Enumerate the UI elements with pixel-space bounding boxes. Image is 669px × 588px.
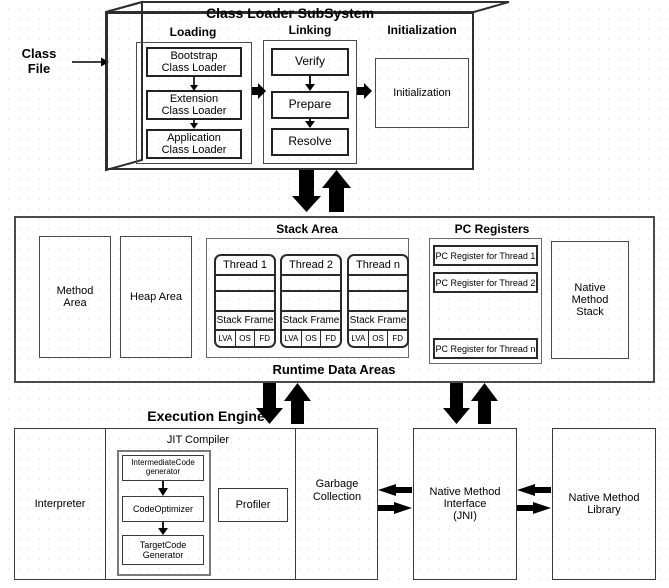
resolve-box[interactable]: Resolve xyxy=(271,128,349,156)
thread-empty-slot xyxy=(216,276,274,292)
stack-frame-label-n: Stack Frame xyxy=(349,312,407,331)
thread-box-n[interactable]: Thread n Stack Frame LVA OS FD xyxy=(347,254,409,348)
stack-frame-cells-n: LVA OS FD xyxy=(349,331,407,346)
jit-compiler-title: JIT Compiler xyxy=(166,433,230,446)
execution-engine-box xyxy=(14,428,378,580)
stack-frame-cells-2: LVA OS FD xyxy=(282,331,340,346)
frame-cell-os: OS xyxy=(369,331,389,346)
class-loader-title: Class Loader SubSystem xyxy=(205,4,375,21)
frame-cell-os: OS xyxy=(302,331,322,346)
thread-box-2[interactable]: Thread 2 Stack Frame LVA OS FD xyxy=(280,254,342,348)
stack-frame-label-2: Stack Frame xyxy=(282,312,340,331)
pc-register-thread-n[interactable]: PC Register for Thread n xyxy=(433,338,538,359)
frame-cell-lva: LVA xyxy=(349,331,369,346)
execution-engine-title: Execution Engine xyxy=(147,407,265,424)
frame-cell-os: OS xyxy=(236,331,256,346)
profiler-box[interactable]: Profiler xyxy=(218,488,288,522)
execution-engine-divider-2 xyxy=(295,428,296,580)
thread-empty-slot xyxy=(282,292,340,312)
initialization-box[interactable]: Initialization xyxy=(375,58,469,128)
frame-cell-lva: LVA xyxy=(216,331,236,346)
thread-empty-slot xyxy=(216,292,274,312)
native-method-interface-box[interactable]: Native Method Interface (JNI) xyxy=(413,428,517,580)
thread-empty-slot xyxy=(349,292,407,312)
thread-title-n: Thread n xyxy=(349,256,407,276)
heap-area-box[interactable]: Heap Area xyxy=(120,236,192,358)
interpreter-label[interactable]: Interpreter xyxy=(34,497,86,510)
initialization-section-title: Initialization xyxy=(387,23,457,38)
thread-title-1: Thread 1 xyxy=(216,256,274,276)
extension-class-loader-box[interactable]: Extension Class Loader xyxy=(146,90,242,120)
method-area-box[interactable]: Method Area xyxy=(39,236,111,358)
stack-frame-label-1: Stack Frame xyxy=(216,312,274,331)
runtime-data-areas-box xyxy=(14,216,655,383)
prepare-box[interactable]: Prepare xyxy=(271,91,349,119)
loading-section-box xyxy=(136,42,252,164)
verify-box[interactable]: Verify xyxy=(271,48,349,76)
jit-compiler-box xyxy=(117,450,211,576)
linking-section-box xyxy=(263,40,357,164)
loading-section-title: Loading xyxy=(169,25,217,40)
execution-engine-divider-1 xyxy=(105,428,106,580)
linking-section-title: Linking xyxy=(288,23,332,38)
frame-cell-lva: LVA xyxy=(282,331,302,346)
bootstrap-class-loader-box[interactable]: Bootstrap Class Loader xyxy=(146,47,242,77)
stack-frame-cells-1: LVA OS FD xyxy=(216,331,274,346)
thread-title-2: Thread 2 xyxy=(282,256,340,276)
pc-registers-box xyxy=(429,238,542,364)
runtime-data-areas-title: Runtime Data Areas xyxy=(272,361,396,377)
pc-register-thread-1[interactable]: PC Register for Thread 1 xyxy=(433,245,538,266)
pc-register-thread-2[interactable]: PC Register for Thread 2 xyxy=(433,272,538,293)
native-method-stack-box[interactable]: Native Method Stack xyxy=(551,241,629,359)
frame-cell-fd: FD xyxy=(392,334,404,343)
frame-cell-fd: FD xyxy=(259,334,271,343)
thread-box-1[interactable]: Thread 1 Stack Frame LVA OS FD xyxy=(214,254,276,348)
stack-area-title: Stack Area xyxy=(276,222,338,237)
native-method-library-box[interactable]: Native Method Library xyxy=(552,428,656,580)
garbage-collection-label[interactable]: Garbage Collection xyxy=(312,478,362,503)
class-loader-front-face xyxy=(106,12,474,170)
application-class-loader-box[interactable]: Application Class Loader xyxy=(146,129,242,159)
class-file-label: Class File xyxy=(21,46,57,76)
code-optimizer-box[interactable]: CodeOptimizer xyxy=(122,496,204,522)
frame-cell-fd: FD xyxy=(325,334,337,343)
target-code-generator-box[interactable]: TargetCode Generator xyxy=(122,535,204,565)
intermediate-code-generator-box[interactable]: IntermediateCode generator xyxy=(122,455,204,481)
pc-registers-title: PC Registers xyxy=(454,222,530,237)
thread-empty-slot xyxy=(282,276,340,292)
thread-empty-slot xyxy=(349,276,407,292)
